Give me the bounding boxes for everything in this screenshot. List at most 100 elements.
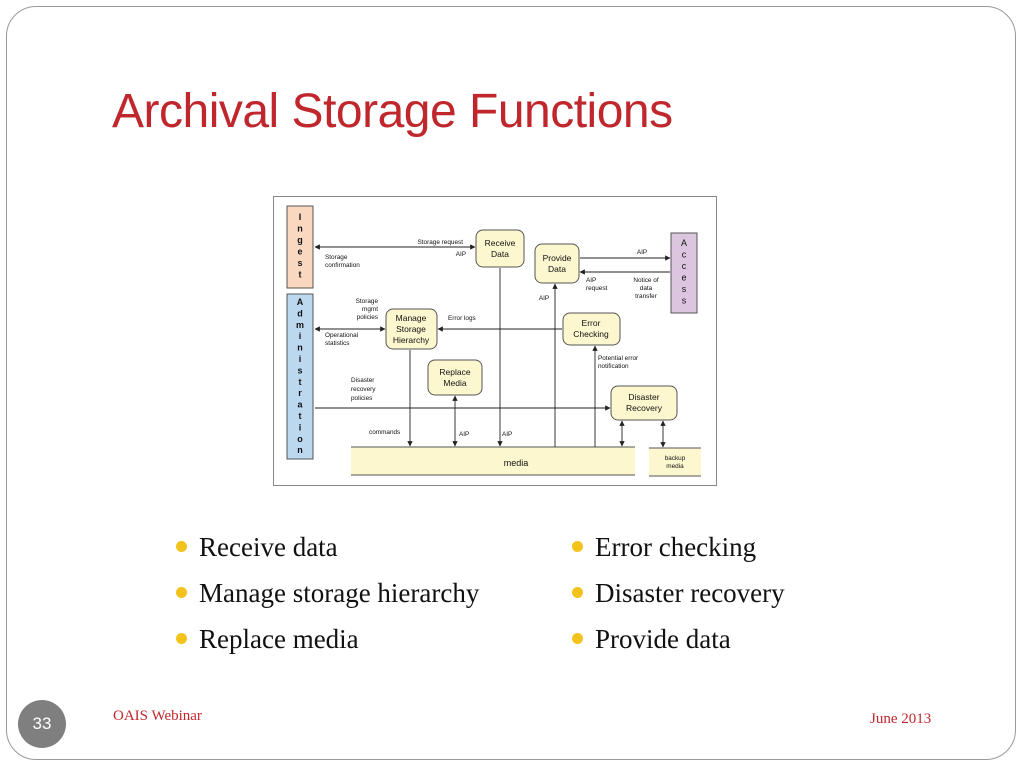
aip-provide-label: AIP	[539, 295, 549, 302]
bullet-text: Receive data	[199, 532, 338, 562]
diagram-text-line: c	[682, 250, 687, 260]
bullet-item: Provide data	[568, 620, 785, 666]
footer-right-text: June 2013	[870, 711, 932, 727]
diagram-text-line: request	[586, 285, 608, 292]
diagram-text-line: transfer	[635, 293, 658, 300]
diagram-text-line: t	[299, 411, 302, 421]
diagram-text-line: n	[297, 445, 303, 455]
diagram-text-line: Disaster	[351, 377, 375, 384]
bullet-item: Replace media	[172, 620, 479, 666]
diagram-text-line: m	[296, 320, 304, 330]
aip-media-label-1: AIP	[459, 431, 469, 438]
diagram-text-line: e	[681, 273, 686, 283]
diagram-text-line: i	[299, 331, 302, 341]
diagram-text-line: Replace	[439, 367, 470, 377]
bullet-item: Manage storage hierarchy	[172, 574, 479, 620]
bullet-text: Error checking	[595, 532, 757, 562]
diagram-text-line: Storage	[325, 254, 348, 261]
provide-data-box	[534, 243, 580, 284]
aip-access-label: AIP	[637, 249, 647, 256]
bullet-item: Disaster recovery	[568, 574, 785, 620]
diagram-text-line: Manage	[396, 313, 427, 323]
diagram-text-line: g	[297, 235, 303, 245]
aip-media-label-2: AIP	[502, 431, 512, 438]
administration-box	[286, 293, 314, 460]
diagram-text-line: Error	[582, 318, 601, 328]
diagram-text-line: r	[298, 388, 302, 398]
bullet-dot	[572, 587, 583, 598]
diagram-text-line: n	[297, 343, 303, 353]
diagram-text-line: confirmation	[325, 262, 360, 269]
error-logs-label: Error logs	[448, 315, 476, 322]
bullet-text: Replace media	[199, 624, 359, 654]
diagram-text-line: s	[682, 284, 687, 294]
diagram-text-line: s	[297, 258, 302, 268]
diagram-text-line: i	[299, 354, 302, 364]
media-label: media	[504, 458, 529, 468]
disaster-recovery-box	[610, 385, 678, 421]
diagram-text-line: policies	[351, 395, 372, 402]
diagram-text-line: policies	[357, 314, 378, 321]
footer-left-text: OAIS Webinar	[113, 708, 202, 724]
diagram-text-line: o	[297, 434, 303, 444]
bullet-text: Disaster recovery	[595, 578, 785, 608]
diagram-text-line: s	[297, 365, 302, 375]
bullet-item: Receive data	[172, 528, 479, 574]
commands-label: commands	[369, 429, 400, 436]
diagram-text-line: AIP	[586, 277, 596, 284]
diagram-text-line: mgmt	[362, 306, 378, 313]
media-box	[351, 447, 635, 475]
diagram-text-line: A	[681, 238, 687, 248]
diagram-text-line: Provide	[543, 253, 572, 263]
diagram-text-line: Checking	[573, 329, 609, 339]
ingest-box	[286, 205, 314, 289]
diagram-text-line: Hierarchy	[393, 335, 430, 345]
diagram-text-line: Storage	[396, 324, 426, 334]
diagram-text-line: Media	[443, 378, 466, 388]
diagram-text-line: notification	[598, 363, 629, 370]
diagram-text-line: Notice of	[633, 277, 658, 284]
diagram-text-line: I	[299, 212, 302, 222]
diagram-text-line: d	[297, 308, 303, 318]
bullet-dot	[572, 541, 583, 552]
bullet-dot	[176, 633, 187, 644]
aip-receive-label: AIP	[456, 251, 466, 258]
diagram-text-line: n	[297, 224, 303, 234]
bullet-item: Error checking	[568, 528, 785, 574]
bullet-text: Provide data	[595, 624, 731, 654]
slide-frame	[6, 6, 1016, 760]
bullet-dot	[176, 541, 187, 552]
diagram-text-line: Data	[491, 249, 509, 259]
bullet-list-right: Error checking Disaster recovery Provide…	[568, 528, 785, 666]
backup-media-box	[649, 448, 701, 476]
manage-storage-box	[385, 308, 438, 350]
storage-request-label: Storage request	[418, 239, 464, 246]
diagram-text-line: media	[666, 463, 684, 470]
diagram-text-line: s	[682, 296, 687, 306]
diagram-text-line: statistics	[325, 340, 350, 347]
error-checking-box	[562, 312, 621, 346]
diagram-text-line: data	[640, 285, 653, 292]
diagram-text-line: Receive	[485, 238, 516, 248]
diagram-text-line: a	[297, 400, 303, 410]
replace-media-box	[427, 359, 483, 396]
diagram-text-line: i	[299, 422, 302, 432]
bullet-dot	[176, 587, 187, 598]
diagram-text-line: A	[297, 297, 304, 307]
